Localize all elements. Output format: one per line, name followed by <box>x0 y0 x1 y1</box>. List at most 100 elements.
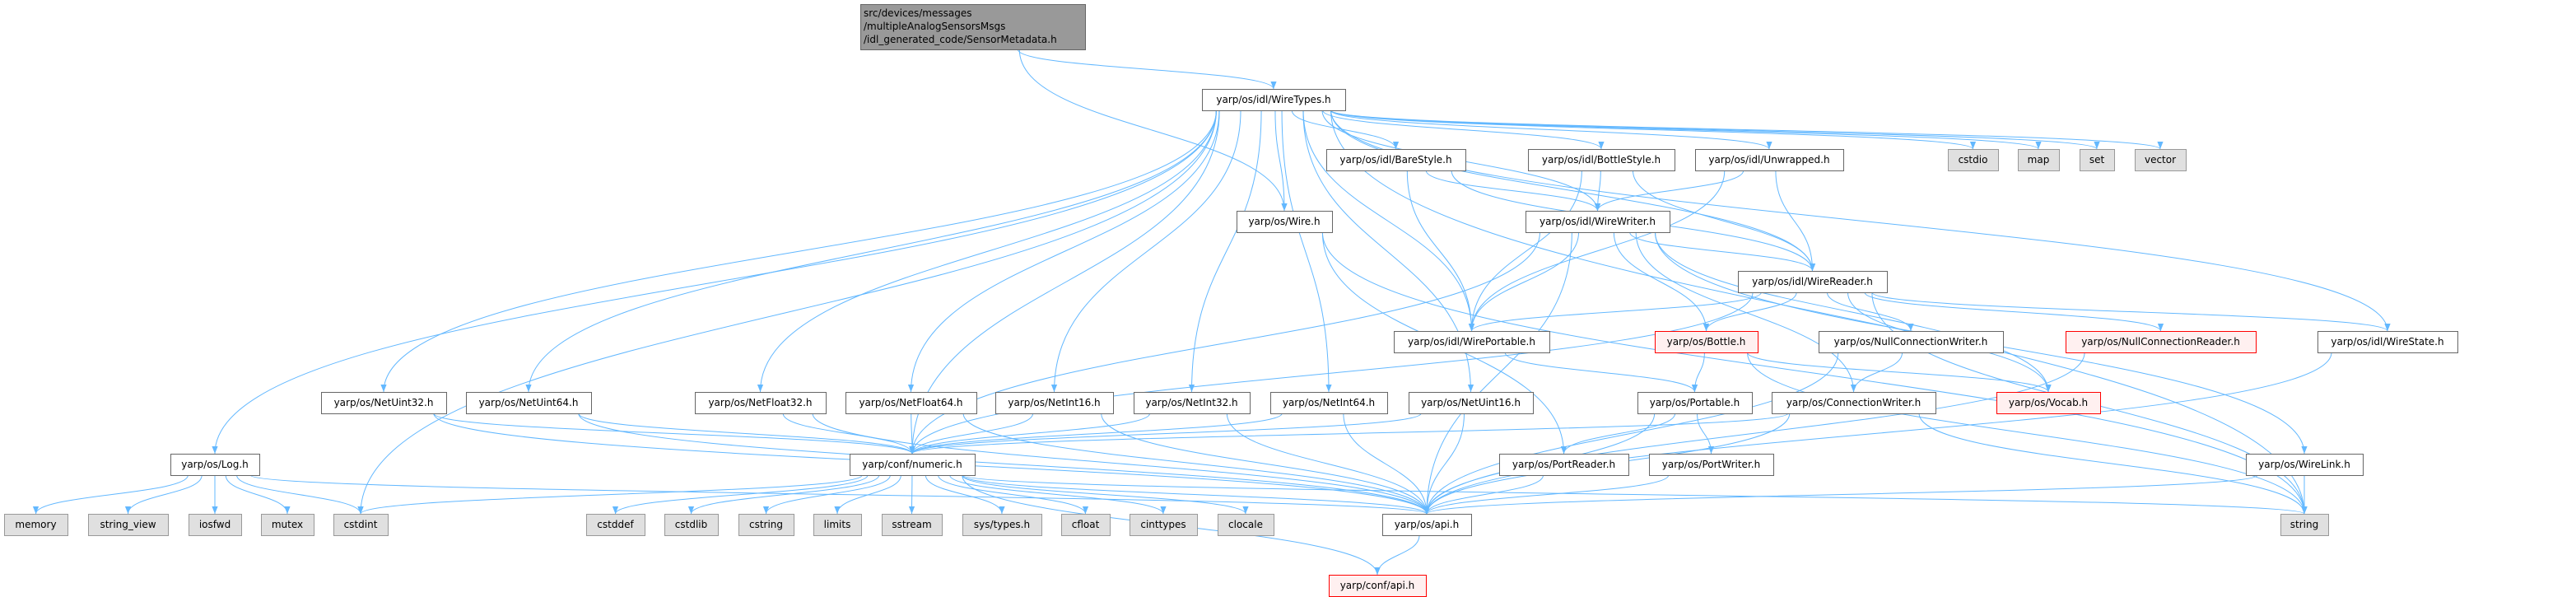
node-label: yarp/os/NetInt16.h <box>1008 397 1100 408</box>
node-cstring[interactable]: cstring <box>738 514 794 536</box>
node-cfloat[interactable]: cfloat <box>1061 514 1111 536</box>
edge-WireWriter-to-Vocab <box>1655 231 2052 393</box>
edge-numeric-to-string <box>962 474 2307 515</box>
node-label: yarp/os/idl/WireWriter.h <box>1540 216 1656 227</box>
node-clocale[interactable]: clocale <box>1218 514 1274 536</box>
edge-Log-to-cstdint <box>236 474 364 515</box>
node-iosfwd[interactable]: iosfwd <box>189 514 242 536</box>
node-systypes[interactable]: sys/types.h <box>962 514 1042 536</box>
edge-ConnectionWriter-to-numeric <box>909 413 1789 455</box>
node-cinttypes[interactable]: cinttypes <box>1130 514 1198 536</box>
edge-BottleStyle-to-WireWriter <box>1594 170 1601 212</box>
node-string_view[interactable]: string_view <box>88 514 169 536</box>
node-set[interactable]: set <box>2080 149 2115 171</box>
node-label: /idl_generated_code/SensorMetadata.h <box>864 34 1057 45</box>
node-Portable[interactable]: yarp/os/Portable.h <box>1637 392 1753 414</box>
node-WireLink[interactable]: yarp/os/WireLink.h <box>2246 454 2364 476</box>
node-Wire[interactable]: yarp/os/Wire.h <box>1237 211 1333 233</box>
node-cstddef[interactable]: cstddef <box>586 514 645 536</box>
node-ConnectionWriter[interactable]: yarp/os/ConnectionWriter.h <box>1772 392 1936 414</box>
edge-NetInt16-to-numeric <box>909 413 1034 455</box>
edge-root-to-WireTypes <box>1017 49 1277 90</box>
edge-numeric-to-cstdlib <box>687 474 880 515</box>
edge-WireTypes-to-map <box>1330 110 2042 150</box>
edge-api-to-confapi <box>1374 534 1420 576</box>
node-BareStyle[interactable]: yarp/os/idl/BareStyle.h <box>1326 149 1466 171</box>
node-NullConnectionWriter[interactable]: yarp/os/NullConnectionWriter.h <box>1819 331 2004 353</box>
edge-Bottle-to-Vocab <box>1747 352 2052 393</box>
node-cstdlib[interactable]: cstdlib <box>664 514 719 536</box>
node-confapi[interactable]: yarp/conf/api.h <box>1329 575 1427 597</box>
node-root-file[interactable]: src/devices/messages/multipleAnalogSenso… <box>860 4 1086 50</box>
node-Unwrapped[interactable]: yarp/os/idl/Unwrapped.h <box>1695 149 1844 171</box>
node-label: clocale <box>1228 519 1263 530</box>
node-memory[interactable]: memory <box>4 514 68 536</box>
node-NetInt16[interactable]: yarp/os/NetInt16.h <box>995 392 1114 414</box>
node-label: yarp/os/PortReader.h <box>1512 459 1615 470</box>
edge-WireReader-to-numeric <box>909 292 1754 455</box>
edge-numeric-to-limits <box>834 474 901 515</box>
edge-Log-to-memory <box>32 474 189 515</box>
edge-WireTypes-to-NetInt32 <box>1188 110 1262 393</box>
node-PortReader[interactable]: yarp/os/PortReader.h <box>1499 454 1629 476</box>
edge-numeric-to-cstring <box>762 474 891 515</box>
node-map[interactable]: map <box>2018 149 2060 171</box>
node-sstream[interactable]: sstream <box>882 514 943 536</box>
node-cstdio[interactable]: cstdio <box>1948 149 1999 171</box>
edge-WireReader-to-Bottle <box>1703 292 1797 332</box>
node-NetUint32[interactable]: yarp/os/NetUint32.h <box>321 392 447 414</box>
node-WireState[interactable]: yarp/os/idl/WireState.h <box>2317 331 2458 353</box>
node-WireTypes[interactable]: yarp/os/idl/WireTypes.h <box>1202 89 1346 111</box>
node-NetUint16[interactable]: yarp/os/NetUint16.h <box>1409 392 1534 414</box>
edge-WireReader-to-WireState <box>1871 292 2391 332</box>
node-NetFloat64[interactable]: yarp/os/NetFloat64.h <box>845 392 977 414</box>
edge-Log-to-mutex <box>225 474 291 515</box>
node-numeric[interactable]: yarp/conf/numeric.h <box>850 454 976 476</box>
node-PortWriter[interactable]: yarp/os/PortWriter.h <box>1649 454 1774 476</box>
node-label: sys/types.h <box>974 519 1030 530</box>
node-label: sstream <box>892 519 931 530</box>
edge-WireWriter-to-WirePortable <box>1468 231 1580 332</box>
edge-NetInt32-to-numeric <box>909 413 1151 455</box>
node-label: yarp/os/NetInt64.h <box>1283 397 1375 408</box>
edge-WireTypes-to-numeric <box>909 110 1220 455</box>
edge-Unwrapped-to-WireReader <box>1775 170 1816 272</box>
node-Log[interactable]: yarp/os/Log.h <box>170 454 260 476</box>
node-NetInt64[interactable]: yarp/os/NetInt64.h <box>1270 392 1388 414</box>
node-label: yarp/os/Bottle.h <box>1667 336 1746 347</box>
node-api[interactable]: yarp/os/api.h <box>1382 514 1472 536</box>
node-WirePortable[interactable]: yarp/os/idl/WirePortable.h <box>1394 331 1550 353</box>
node-WireWriter[interactable]: yarp/os/idl/WireWriter.h <box>1526 211 1670 233</box>
node-NullConnectionReader[interactable]: yarp/os/NullConnectionReader.h <box>2066 331 2257 353</box>
node-label: string <box>2290 519 2318 530</box>
node-vector[interactable]: vector <box>2135 149 2187 171</box>
node-label: yarp/os/WireLink.h <box>2258 459 2350 470</box>
node-label: yarp/os/NullConnectionReader.h <box>2081 336 2240 347</box>
node-string[interactable]: string <box>2280 514 2329 536</box>
edge-NetFloat32-to-api <box>812 413 1430 515</box>
node-label: yarp/os/NetFloat32.h <box>708 397 812 408</box>
edge-NetFloat32-to-numeric <box>782 413 915 455</box>
node-label: yarp/os/api.h <box>1395 519 1459 530</box>
edge-NetInt16-to-api <box>1101 413 1430 515</box>
node-NetUint64[interactable]: yarp/os/NetUint64.h <box>466 392 592 414</box>
node-Bottle[interactable]: yarp/os/Bottle.h <box>1655 331 1758 353</box>
node-NetFloat32[interactable]: yarp/os/NetFloat32.h <box>695 392 827 414</box>
edge-numeric-to-cinttypes <box>949 474 1167 515</box>
node-NetInt32[interactable]: yarp/os/NetInt32.h <box>1134 392 1251 414</box>
node-label: yarp/os/NetUint64.h <box>479 397 579 408</box>
node-Vocab[interactable]: yarp/os/Vocab.h <box>1996 392 2101 414</box>
node-label: yarp/os/idl/WirePortable.h <box>1408 336 1535 347</box>
node-WireReader[interactable]: yarp/os/idl/WireReader.h <box>1738 271 1888 293</box>
edge-WireWriter-to-WireReader <box>1629 231 1816 272</box>
node-mutex[interactable]: mutex <box>261 514 314 536</box>
node-BottleStyle[interactable]: yarp/os/idl/BottleStyle.h <box>1528 149 1675 171</box>
nodes: src/devices/messages/multipleAnalogSenso… <box>4 4 2458 597</box>
node-limits[interactable]: limits <box>813 514 862 536</box>
node-label: yarp/os/idl/BareStyle.h <box>1339 154 1451 166</box>
node-cstdint[interactable]: cstdint <box>333 514 389 536</box>
edge-NetInt64-to-numeric <box>909 413 1283 455</box>
node-label: cfloat <box>1072 519 1100 530</box>
node-label: cstddef <box>597 519 634 530</box>
